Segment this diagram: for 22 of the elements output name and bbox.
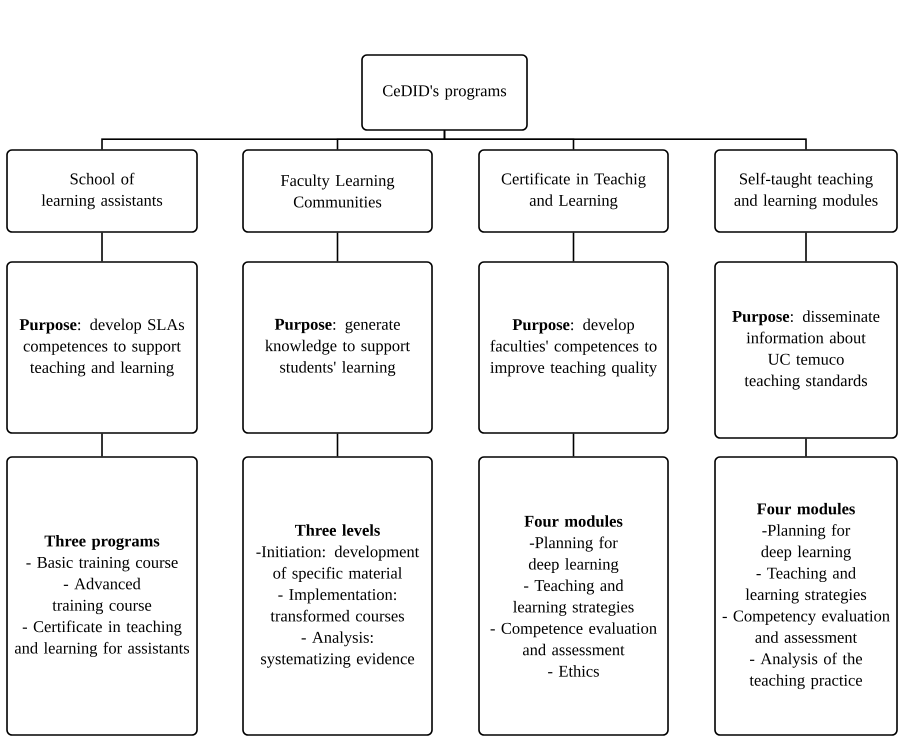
connector-line bbox=[101, 232, 103, 262]
program-box: School of learning assistants bbox=[6, 149, 198, 233]
content-box: Four modules -Planning for deep learning - Teaching and learning strategies - Competence evaluation and assessment - Ethics bbox=[478, 456, 669, 736]
connector-line bbox=[805, 232, 807, 262]
content-box: Three levels -Initiation: development of specific material - Implementation: transformed courses - Analysis: systematizing evidence bbox=[242, 456, 433, 736]
connector-line bbox=[572, 232, 574, 262]
connector-line bbox=[444, 130, 807, 150]
connector-line bbox=[336, 434, 338, 456]
root-box: CeDID's programs bbox=[361, 54, 528, 131]
content-box: Four modules -Planning for deep learning - Teaching and learning strategies - Competency evaluation and assessment - Analysis of the teaching practice bbox=[714, 456, 898, 736]
purpose-box: Purpose: generate knowledge to support students' learning bbox=[242, 261, 433, 434]
program-box: Faculty Learning Communities bbox=[242, 149, 433, 233]
connector-line bbox=[805, 438, 807, 456]
connector-line bbox=[336, 232, 338, 262]
purpose-box: Purpose: develop SLAs competences to support teaching and learning bbox=[6, 261, 198, 434]
purpose-box: Purpose: disseminate information about UC temuco teaching standards bbox=[714, 261, 898, 439]
program-box: Self-taught teaching and learning modules bbox=[714, 149, 898, 233]
connector-line bbox=[101, 434, 103, 456]
purpose-box: Purpose: develop faculties' competences to improve teaching quality bbox=[478, 261, 669, 434]
connector-line bbox=[572, 434, 574, 456]
content-box: Three programs - Basic training course - Advanced training course - Certificate in teaching and learning for assistants bbox=[6, 456, 198, 736]
program-box: Certificate in Teachig and Learning bbox=[478, 149, 669, 233]
